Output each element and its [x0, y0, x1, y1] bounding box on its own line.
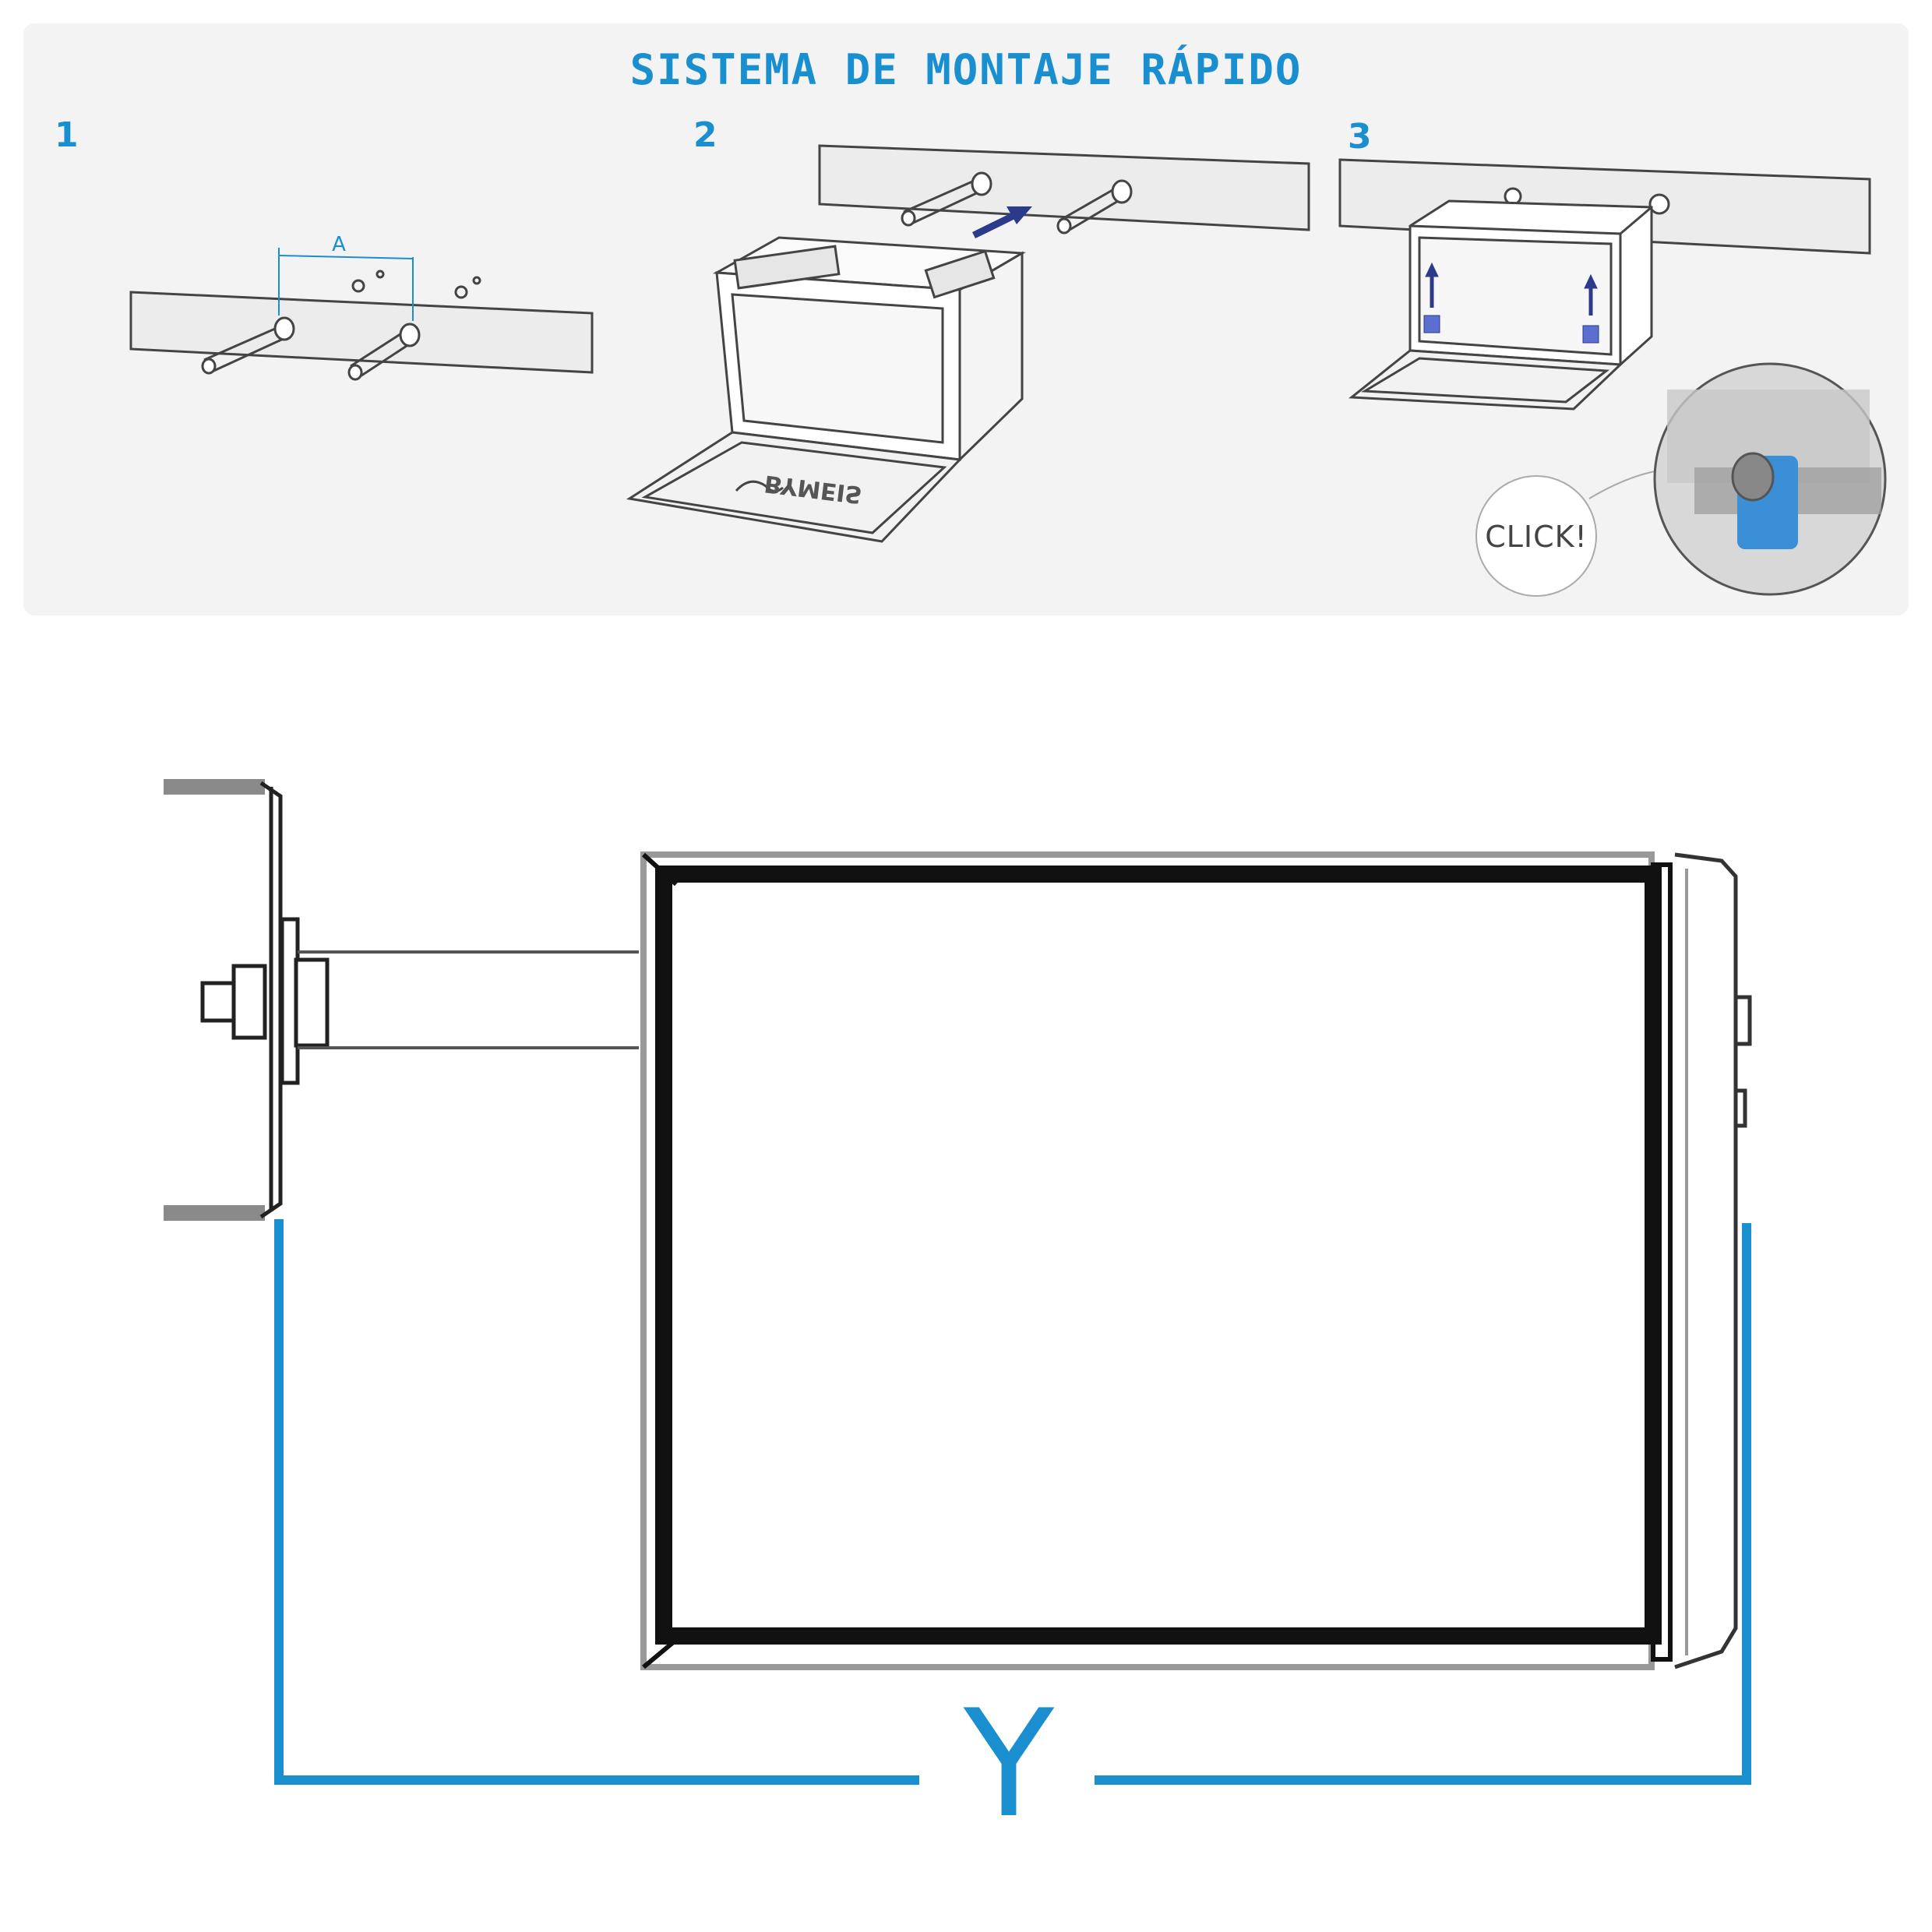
- side-view-drawing: [164, 779, 1752, 1785]
- step-1-bolt-left: [201, 316, 295, 375]
- step-3-illustration: [1338, 158, 1871, 411]
- dimension-y-marker: [274, 1219, 1751, 1785]
- step-1-number: 1: [55, 115, 79, 155]
- step-2-bracket-right: [924, 249, 996, 299]
- chassis-top: [164, 779, 265, 795]
- clip-left: [1423, 315, 1440, 333]
- click-label: CLICK!: [1485, 520, 1588, 554]
- chassis-bottom: [164, 1205, 265, 1221]
- zoom-detail: [1653, 362, 1887, 596]
- step-1-rail: [129, 291, 594, 374]
- step-2-mount-arrow: [972, 206, 1032, 239]
- toolbox-door: [1674, 852, 1752, 1669]
- step-2-number: 2: [693, 115, 717, 155]
- step-3-clip-arrows: [1423, 262, 1599, 344]
- mounting-arm: [298, 950, 639, 1049]
- step-1-bolt-right: [347, 323, 421, 381]
- mounting-bolt: [200, 917, 330, 1085]
- dimension-y-label: Y: [963, 1678, 1055, 1850]
- step-1-hole: [454, 285, 468, 299]
- step-2-door-inner: [641, 441, 947, 534]
- dimension-a-label: A: [332, 233, 346, 256]
- step-1-hole: [375, 270, 385, 279]
- toolbox-body: [640, 851, 1673, 1670]
- step-2-bracket-left: [733, 245, 841, 290]
- page-title: SISTEMA DE MONTAJE RÁPIDO: [629, 45, 1303, 94]
- step-3-door-inner: [1361, 357, 1610, 404]
- step-2-illustration: [626, 144, 1310, 543]
- step-3-box-opening: [1418, 236, 1613, 356]
- step-1-illustration: [129, 248, 594, 381]
- dimension-a-marker: [278, 248, 414, 321]
- step-1-hole: [351, 279, 365, 293]
- step-2-door-handle: [735, 480, 784, 492]
- step-2-box-opening: [731, 293, 944, 444]
- clip-right: [1582, 325, 1599, 344]
- step-1-hole: [472, 276, 481, 285]
- step-3-number: 3: [1348, 117, 1372, 157]
- step-2-bolt-left: [901, 171, 992, 227]
- step-2-bolt-right: [1056, 179, 1133, 234]
- step-3-bolt-head: [1648, 193, 1670, 215]
